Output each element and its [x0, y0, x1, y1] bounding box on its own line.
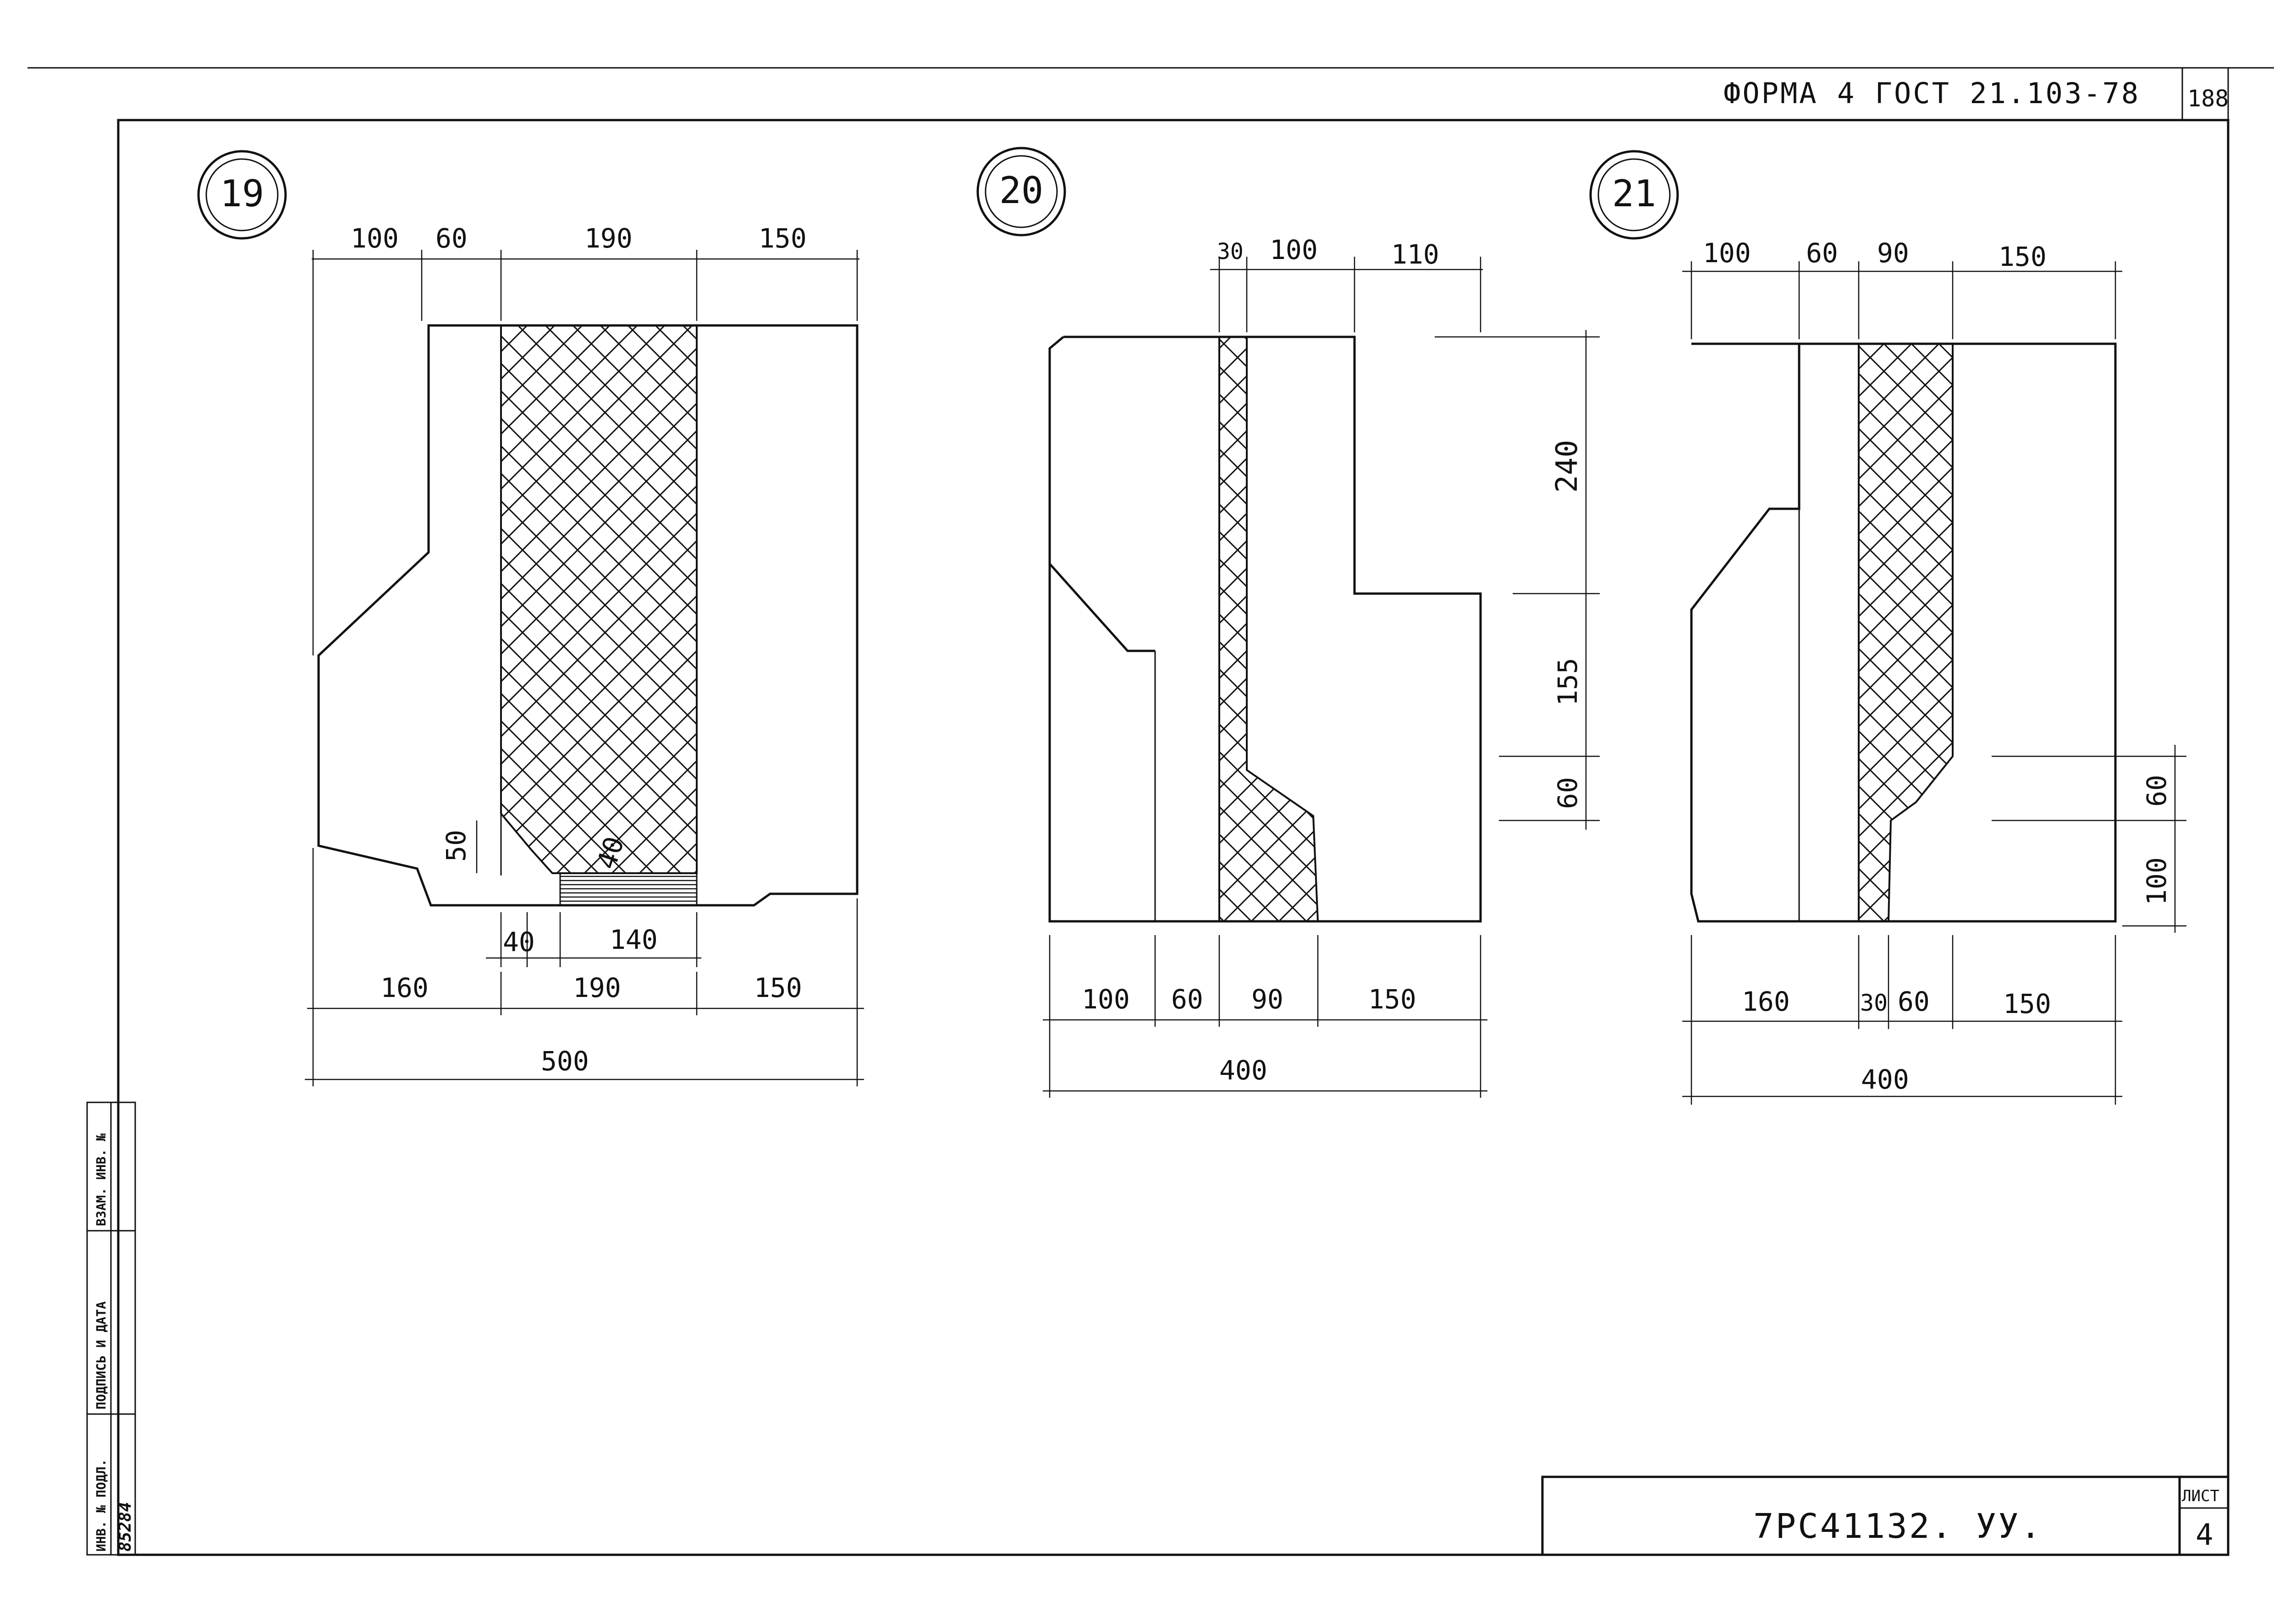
detail-20-dim-right-1: 240: [1550, 440, 1584, 493]
detail-19-dim-local-140: 140: [610, 924, 658, 955]
detail-19-number: 19: [220, 172, 264, 215]
sheet-number: 4: [2196, 1518, 2213, 1552]
detail-20-dim-right-2: 155: [1552, 658, 1583, 706]
detail-21-dim-bottom-4: 150: [2003, 988, 2051, 1019]
detail-20-dim-right-3: 60: [1552, 777, 1583, 809]
detail-21-dim-top-4: 150: [1999, 241, 2047, 272]
detail-19-insulation: [500, 325, 698, 874]
form-label: ФОРМА 4 ГОСТ 21.103-78: [1723, 77, 2140, 110]
detail-20-outline: [1048, 336, 1482, 923]
page-number-box: [2181, 67, 2229, 121]
detail-20-dim-top-3: 110: [1391, 239, 1439, 270]
stamp-vzam-inv: ВЗАМ. ИНВ. №: [94, 1134, 109, 1226]
detail-20-circle-inner: [985, 155, 1058, 228]
detail-19-dim-top-3: 190: [584, 223, 633, 254]
detail-21-insulation: [1858, 343, 1954, 922]
stamp-handwritten: 85284: [116, 1502, 135, 1552]
detail-20-dim-top-2: 100: [1270, 234, 1318, 265]
page-number: 188: [2187, 85, 2229, 112]
detail-21-dim-bottom-3: 60: [1898, 986, 1930, 1017]
detail-20-circle: [976, 147, 1066, 237]
detail-21-dim-bottom-2: 30: [1860, 990, 1888, 1016]
doc-code: 7РС41132. УУ.: [1753, 1507, 2043, 1546]
detail-19-dim-top-4: 150: [759, 223, 807, 254]
detail-20-dim-bottom-2: 60: [1171, 984, 1203, 1015]
detail-20-dim-bottom-3: 90: [1251, 984, 1283, 1015]
detail-19-dim-bottom-1: 160: [380, 972, 429, 1003]
detail-20-dim-bottom-4: 150: [1368, 984, 1416, 1015]
detail-19-circle-inner: [205, 158, 279, 231]
stamp-podpis-data: ПОДПИСЬ И ДАТА: [94, 1301, 109, 1409]
detail-21-circle: [1589, 150, 1679, 240]
title-block: [1541, 1475, 2230, 1556]
detail-19-dim-local-40b: 40: [503, 926, 535, 958]
detail-19-layer: [559, 872, 698, 906]
detail-19-dim-total: 500: [541, 1046, 589, 1077]
detail-21-dim-top-3: 90: [1877, 237, 1909, 269]
detail-20-number: 20: [999, 169, 1043, 212]
detail-19-dim-top-2: 60: [435, 223, 468, 254]
detail-21-number: 21: [1612, 172, 1656, 215]
detail-21-dim-right-1: 60: [2141, 775, 2172, 807]
detail-21-outline: [1690, 342, 2117, 923]
detail-19-dim-bottom-3: 150: [754, 972, 802, 1003]
detail-21-dim-top-1: 100: [1703, 237, 1751, 269]
detail-20-dim-total: 400: [1219, 1055, 1267, 1086]
detail-21: 21 100 60 90 150 60 100 160 30 60 150: [1589, 150, 2186, 1105]
detail-21-dim-bottom-1: 160: [1742, 986, 1790, 1017]
detail-19-dim-local-50: 50: [440, 830, 472, 862]
detail-19-dim-top-1: 100: [351, 223, 399, 254]
detail-21-dim-right-2: 100: [2141, 857, 2172, 905]
detail-20-insulation: [1218, 336, 1319, 922]
detail-20-dim-bottom-1: 100: [1082, 984, 1130, 1015]
sheet-label: ЛИСТ: [2182, 1487, 2219, 1505]
detail-21-dim-total: 400: [1861, 1064, 1909, 1095]
detail-19: 19 100 60 190 150 50 40 40 140: [197, 150, 864, 1086]
detail-19-dim-bottom-2: 190: [573, 972, 621, 1003]
detail-20: 20 30 100 110 240 155 60 100 60 90 150: [976, 147, 1600, 1098]
frame-border: [117, 119, 2230, 1556]
detail-19-outline: [317, 324, 859, 907]
detail-21-circle-inner: [1597, 158, 1671, 231]
detail-21-dim-top-2: 60: [1806, 237, 1838, 269]
detail-19-circle: [197, 150, 287, 240]
stamp-inv-podl: ИНВ. № ПОДЛ.: [94, 1459, 109, 1552]
detail-20-dim-top-1: 30: [1217, 239, 1244, 264]
